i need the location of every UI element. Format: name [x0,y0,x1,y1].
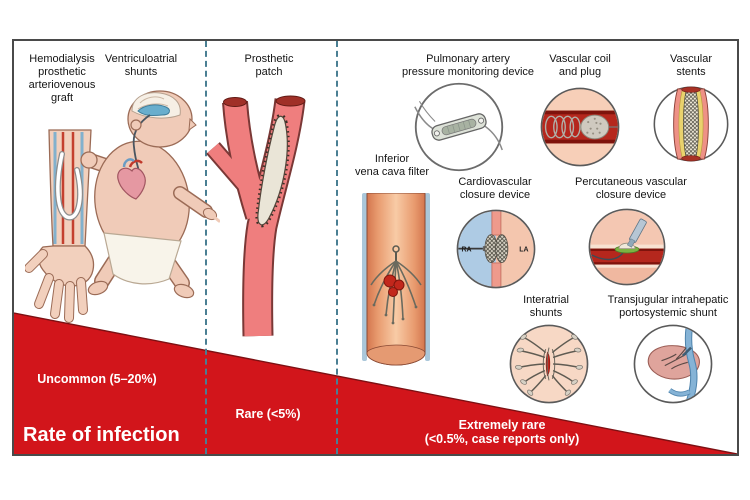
label-interatrial-shunts: Interatrial shunts [523,294,569,319]
vascular-stents-illustration [653,86,729,162]
percutaneous-closure-illustration [588,208,666,286]
label-ivc-filter: Inferior vena cava filter [355,153,429,178]
prosthetic-patch-illustration [206,95,306,337]
rate-uncommon-badge: Uncommon (5–20%) [37,372,157,386]
baby-va-shunt-illustration [80,90,220,299]
tips-illustration [633,324,713,404]
label-pulmonary-monitor: Pulmonary artery pressure monitoring dev… [401,53,535,78]
diagram-title: Rate of infection [23,424,180,446]
label-tips-shunt: Transjugular intrahepatic portosystemic … [607,294,729,319]
divider-left [205,41,207,454]
rate-wedge [14,312,737,454]
ivc-filter-illustration [362,193,430,366]
ra-label: RA [461,246,471,253]
label-percutaneous-closure: Percutaneous vascular closure device [575,176,687,201]
vascular-coil-illustration [540,87,620,167]
pulmonary-monitor-illustration [414,82,504,172]
label-vascular-coil: Vascular coil and plug [549,53,611,78]
label-prosthetic-patch: Prosthetic patch [244,53,294,78]
rate-extremely-rare-badge: Extremely rare (<0.5%, case reports only… [424,418,580,446]
interatrial-shunts-illustration [509,324,589,404]
label-hemodialysis-graft: Hemodialysis prosthetic arteriovenous gr… [28,53,96,104]
la-label: LA [519,246,528,253]
cardio-closure-illustration: RA LA [456,209,536,289]
rate-rare-badge: Rare (<5%) [235,407,301,421]
label-cardio-closure: Cardiovascular closure device [458,176,532,201]
diagram-frame: Hemodialysis prosthetic arteriovenous gr… [12,39,739,456]
label-vascular-stents: Vascular stents [670,53,712,78]
divider-right [336,41,338,454]
label-ventriculoatrial-shunts: Ventriculoatrial shunts [104,53,178,78]
